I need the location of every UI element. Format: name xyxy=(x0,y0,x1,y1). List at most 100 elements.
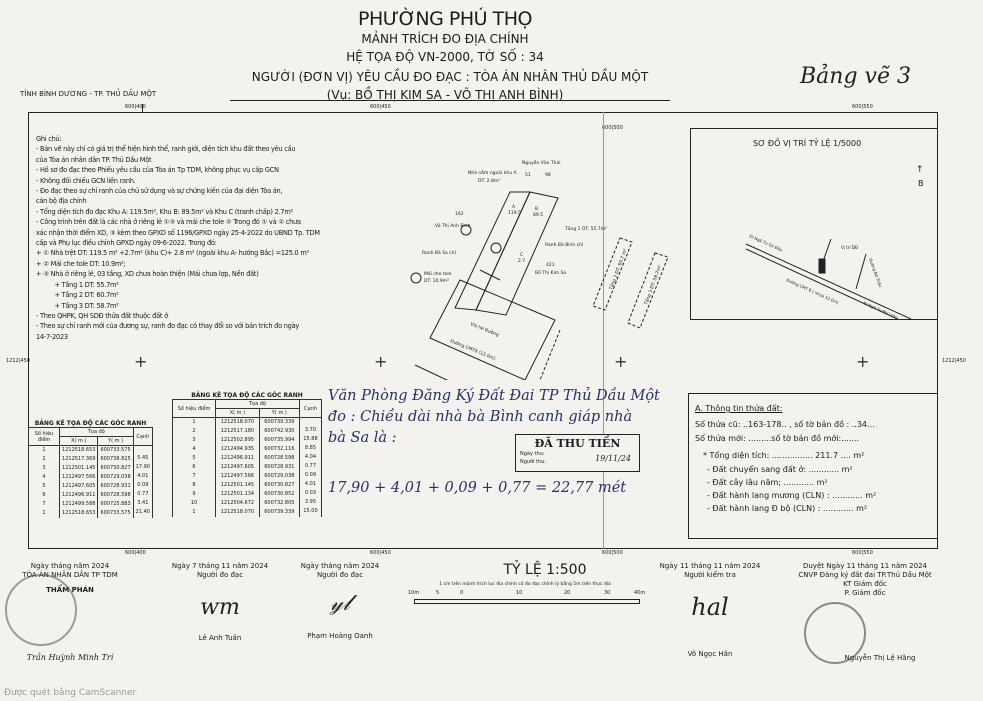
table-cell: 7 xyxy=(27,499,61,509)
land-type-row: - Đất cây lâu năm; ............ m² xyxy=(707,478,828,487)
map-label: Ranh Bà Bình chỉ xyxy=(545,241,584,248)
note-line: + Tầng 3 DT: 58.7m² xyxy=(36,301,119,310)
table-cell: 1 xyxy=(171,417,217,427)
map-label: 162 xyxy=(455,211,464,217)
stamp-date-label: Ngày thu: xyxy=(520,451,545,457)
table-cell: 600739.339 xyxy=(258,507,300,517)
table-cell: 600732.116 xyxy=(258,444,300,454)
unit: m² xyxy=(816,478,828,487)
grid-cross: + xyxy=(856,352,870,371)
table-cell: 8 xyxy=(171,480,217,490)
edge-cell: 4.01 xyxy=(132,472,154,482)
note-line: + ② Mái che tole DT: 10.9m²; xyxy=(36,259,126,268)
map-label: 51 xyxy=(525,172,531,178)
signature-surveyor-2: Ngày tháng năm 2024 Người đo đạc 𝓎𝓁 Phạm… xyxy=(285,562,395,641)
table-cell: 9 xyxy=(171,489,217,499)
note-line: + Tầng 2 DT: 60.7m² xyxy=(36,291,119,300)
scale-tick-label: 10m xyxy=(408,590,420,596)
table-cell: 1212518.653 xyxy=(59,445,99,455)
table-cell: 3 xyxy=(171,435,217,445)
edge-cell xyxy=(298,417,323,427)
edge-cell xyxy=(132,445,154,455)
location-label: Đi Ngã Tư Phú Văn xyxy=(863,300,900,319)
unit: m² xyxy=(865,491,877,500)
land-type-row: - Đất chuyển sang đất ở: ............ m² xyxy=(707,465,853,474)
table-cell: 600738.825 xyxy=(97,454,134,464)
location-label: Đường Bà Triệu xyxy=(868,258,883,289)
map-label: 2.7 xyxy=(518,258,525,264)
new-sheet-label: số tờ bản đồ mới: xyxy=(771,434,842,443)
zone-b-outline xyxy=(475,191,559,316)
edge-cell: 17.90 xyxy=(132,463,154,473)
coord-table-left: BẢNG KÊ TỌA ĐỘ CÁC GÓC RANH Số hiệu điểm… xyxy=(27,420,154,518)
scale-bar-block: TỶ LỆ 1:500 1 cm trên mảnh trích lục địa… xyxy=(400,562,650,604)
note-line: - Theo QHPK, QH SDĐ thửa đất thuộc đất ở xyxy=(36,311,168,320)
grid-label-top: 600|400 xyxy=(125,104,146,110)
table-cell: 600733.575 xyxy=(97,508,134,518)
table-cell: 2 xyxy=(27,454,61,464)
edge-cell: 4.01 xyxy=(298,480,323,490)
note-line: - Bản vẽ này chỉ có giá trị thể hiện hìn… xyxy=(36,145,296,154)
sig-role: Người đo đạc xyxy=(196,571,244,579)
table-cell: 600732.805 xyxy=(258,498,300,508)
edge-cell: 5.45 xyxy=(132,454,154,464)
header-x: X( m ) xyxy=(59,436,99,446)
map-label: 421 xyxy=(546,262,555,268)
table-cell: 600730.852 xyxy=(258,489,300,499)
table-cell: 4 xyxy=(171,444,217,454)
note-line: + ① Nhà trệt DT: 119.5 m² +2.7m² (khu C)… xyxy=(36,249,309,258)
grid-label-bottom: 600|450 xyxy=(370,550,391,556)
header-point: Số hiệu điểm xyxy=(171,399,217,418)
table-cell: 600728.598 xyxy=(97,490,134,500)
map-label: 89.5 xyxy=(533,212,543,218)
edge-cell: 0.77 xyxy=(298,462,323,472)
sheet-label: , số tờ bản đồ : xyxy=(789,420,850,429)
grid-label-bottom: 600|500 xyxy=(602,550,623,556)
edge-cell: 15.00 xyxy=(298,507,323,517)
signature-surveyor-1: Ngày 7 tháng 11 năm 2024 Người đo đạc ᴡm… xyxy=(165,562,275,643)
scale-tick-label: 30 xyxy=(604,590,611,596)
location-label: Vị trí ĐĐ xyxy=(841,245,858,250)
stamp-date: 19/11/24 xyxy=(595,454,631,463)
signature-checker: Ngày 11 tháng 11 năm 2024 Người kiểm tra… xyxy=(655,562,765,659)
table-cell: 1212504.672 xyxy=(215,498,260,508)
header-coord: Tọa độ xyxy=(59,427,134,437)
sig-date: Ngày tháng năm 2024 xyxy=(30,562,110,570)
table-cell: 6 xyxy=(27,490,61,500)
sig-name: Nguyễn Thị Lệ Hằng xyxy=(844,654,916,662)
location-map-title: SƠ ĐỒ VỊ TRÍ TỶ LỆ 1/5000 xyxy=(753,139,862,148)
map-label: Nguyễn Văn Thái xyxy=(522,159,561,166)
map-label: B xyxy=(535,206,538,212)
sidewalk-outline xyxy=(429,279,556,380)
edge-cell: 21.40 xyxy=(132,508,154,518)
map-label: Bồ Thị Kim Sa xyxy=(535,268,566,276)
table-cell: 600728.931 xyxy=(97,481,134,491)
table-cell: 6 xyxy=(171,462,217,472)
edge-cell: 4.04 xyxy=(298,453,323,463)
notes-title: Ghi chú: xyxy=(36,135,62,143)
sig-date: Ngày 11 tháng 11 năm 2024 xyxy=(659,562,761,570)
parcel-info-title: A. Thông tin thửa đất: xyxy=(695,404,783,413)
sheet-fold xyxy=(603,112,604,549)
table-cell: 1 xyxy=(27,508,61,518)
scale-title: TỶ LỆ 1:500 xyxy=(503,562,587,578)
land-type-label: - Đất hành lang Đ bộ (CLN) : xyxy=(707,504,821,513)
grid-label-left: 1212|450 xyxy=(6,358,30,364)
table-cell: 1212518.070 xyxy=(215,507,260,517)
table-cell: 1212496.911 xyxy=(59,490,99,500)
office-seal-icon xyxy=(804,602,866,664)
sig-name: Phạm Hoàng Oanh xyxy=(307,632,373,640)
signature-approver: Duyệt Ngày 11 tháng 11 năm 2024 CNVP Đăn… xyxy=(780,562,950,664)
court-seal-icon xyxy=(5,574,77,646)
map-label: Võ Thị Anh Bình xyxy=(435,222,471,229)
grid-cross: + xyxy=(374,352,388,371)
table-cell: 1 xyxy=(27,445,61,455)
table-cell: 600728.598 xyxy=(258,453,300,463)
